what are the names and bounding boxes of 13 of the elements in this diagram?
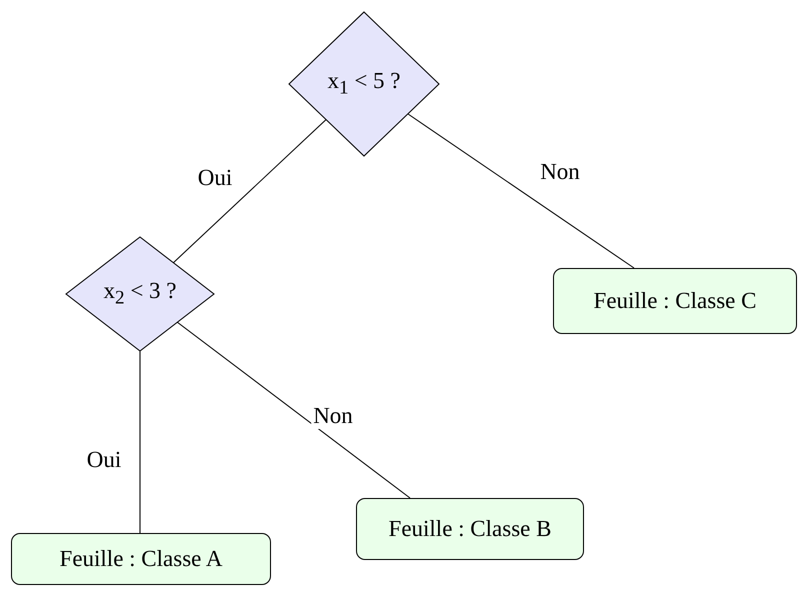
condition-text: x$_{2}$ < 3 ? (103, 278, 176, 310)
leaf-box (11, 533, 271, 585)
decision-diamond (66, 237, 214, 351)
connector-line (176, 322, 410, 498)
connector-line (407, 113, 634, 268)
condition-text: x$_{1}$ < 5 ? (327, 68, 400, 100)
decision-diamond (289, 12, 439, 156)
leaf-box (553, 268, 797, 334)
leaf-text: Feuille : Classe A (60, 546, 222, 572)
leaf-text: Feuille : Classe C (594, 288, 756, 314)
leaf-box (356, 498, 584, 560)
connector-line (172, 119, 327, 264)
leaf-text: Feuille : Classe B (388, 516, 552, 542)
